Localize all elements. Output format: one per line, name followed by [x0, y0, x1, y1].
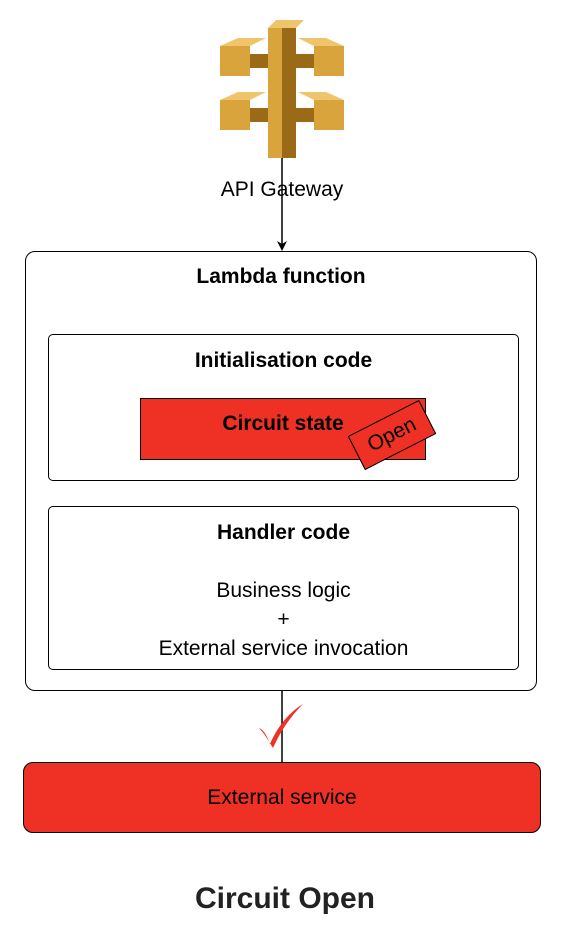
api-gateway-icon	[220, 20, 344, 158]
external-service-label: External service	[207, 786, 357, 809]
lambda-function-title: Lambda function	[196, 265, 366, 288]
handler-code-title: Handler code	[216, 521, 351, 544]
handler-code-box	[48, 506, 519, 670]
handler-line-business-logic: Business logic	[216, 579, 351, 602]
handler-line-plus: +	[277, 608, 290, 631]
circuit-state-label: Circuit state	[222, 412, 344, 435]
initialisation-code-title: Initialisation code	[194, 349, 373, 372]
external-service-box	[23, 762, 541, 833]
api-gateway-label: API Gateway	[220, 178, 344, 201]
handler-line-external-invocation: External service invocation	[158, 637, 409, 660]
checkmark-icon	[259, 704, 303, 748]
diagram-caption: Circuit Open	[194, 882, 375, 915]
